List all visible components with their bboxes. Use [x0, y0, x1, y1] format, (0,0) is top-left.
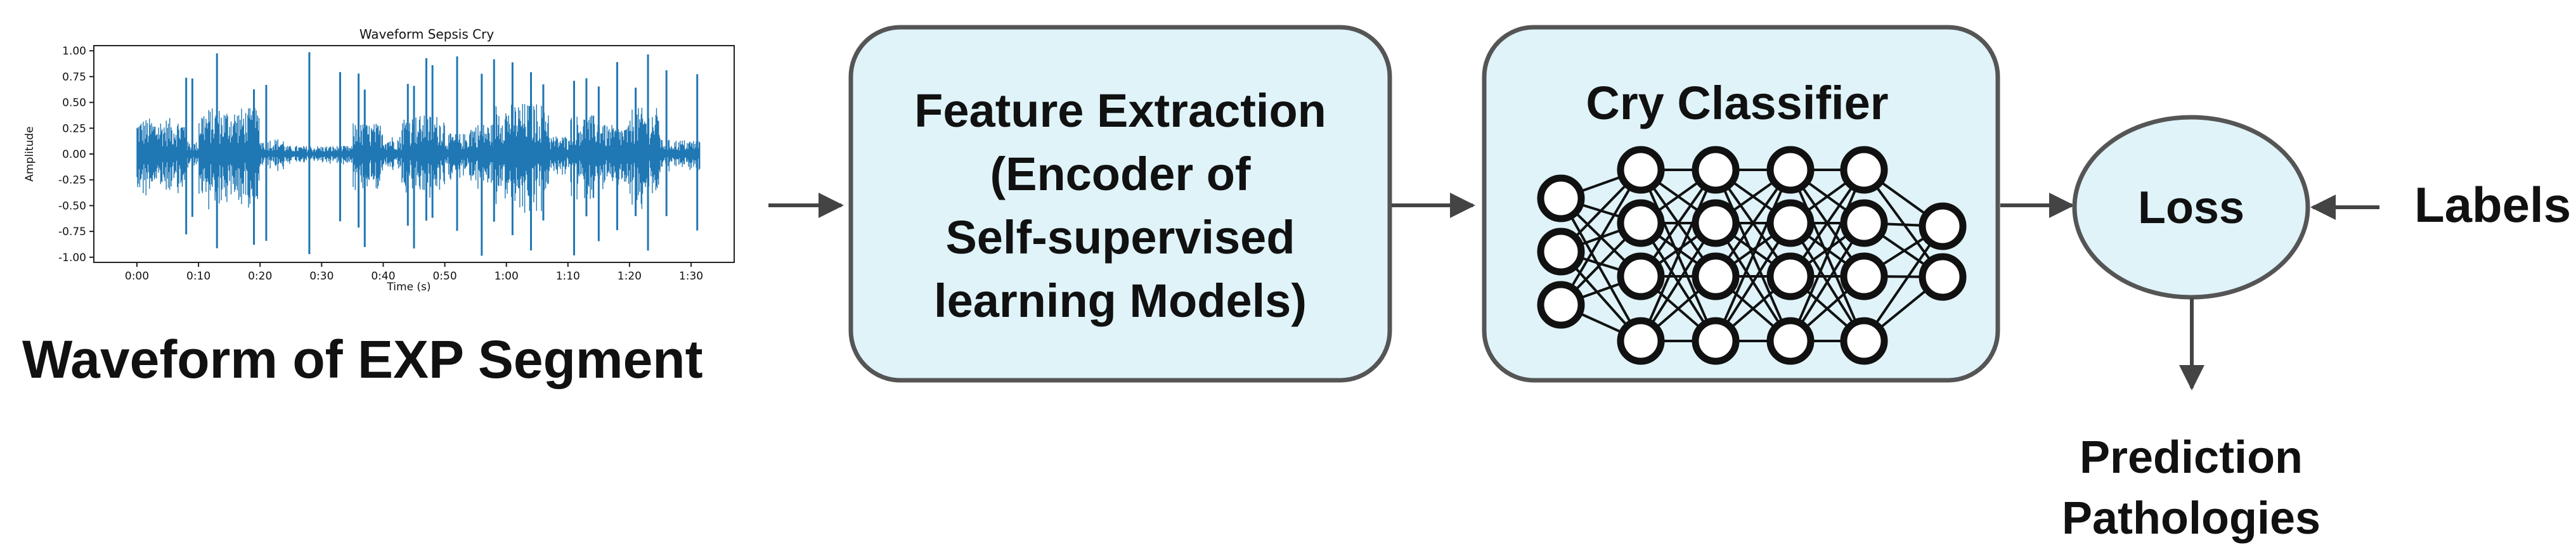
nn-neuron: [1766, 252, 1815, 300]
x-tick-label: 0:30: [309, 270, 333, 283]
nn-neuron: [1766, 317, 1815, 365]
y-tick-label: 0.25: [62, 122, 86, 135]
nn-neuron: [1617, 146, 1665, 194]
nn-edge: [1714, 169, 1792, 342]
nn-edge: [1560, 198, 1642, 342]
nn-neuron: [1766, 199, 1815, 247]
y-tick-label: 0.50: [62, 97, 86, 110]
feature-extraction-line-1: Feature Extraction: [914, 84, 1326, 137]
nn-neuron: [1537, 228, 1585, 276]
waveform-x-axis-label: Time (s): [386, 281, 430, 293]
x-tick-label: 1:20: [618, 270, 642, 283]
prediction-line-1: Prediction: [2080, 432, 2303, 483]
waveform-caption: Waveform of EXP Segment: [22, 330, 703, 389]
x-tick-label: 0:00: [125, 270, 149, 283]
x-tick-label: 1:10: [556, 270, 580, 283]
nn-neuron: [1692, 252, 1740, 300]
y-tick-label: -0.75: [58, 226, 86, 238]
nn-neuron: [1617, 317, 1665, 365]
nn-neuron: [1766, 146, 1815, 194]
labels-text: Labels: [2414, 177, 2571, 233]
cry-classifier-box: Cry Classifier: [1482, 25, 2000, 383]
nn-edge: [1560, 169, 1642, 306]
nn-neuron: [1692, 317, 1740, 365]
x-tick-label: 0:20: [248, 270, 272, 283]
nn-edge: [1640, 169, 1717, 342]
neural-network-icon: [1537, 146, 1967, 365]
nn-neuron: [1840, 199, 1888, 247]
waveform-plot: Waveform Sepsis Cry 1.00 0.75 0.50 0.25 0.00…: [23, 27, 735, 293]
feature-extraction-line-3: Self-supervised: [945, 211, 1295, 264]
nn-neuron: [1692, 146, 1740, 194]
y-tick-label: -0.50: [58, 200, 86, 212]
waveform-x-axis-ticks: 0:00 0:10 0:20 0:30 0:40 0:50 1:00 1:10 1:20 1:30: [125, 262, 703, 283]
nn-neuron: [1840, 252, 1888, 300]
nn-neuron: [1617, 252, 1665, 300]
nn-neuron: [1840, 146, 1888, 194]
waveform-y-axis-label: Amplitude: [23, 126, 36, 181]
nn-neuron: [1537, 281, 1585, 329]
waveform-title: Waveform Sepsis Cry: [359, 27, 495, 42]
nn-neuron: [1537, 174, 1585, 222]
y-tick-label: 0.75: [62, 71, 86, 84]
nn-neuron: [1919, 253, 1967, 301]
y-tick-label: 1.00: [62, 45, 86, 58]
prediction-line-2: Pathologies: [2062, 493, 2320, 544]
feature-extraction-line-4: learning Models): [934, 274, 1307, 327]
x-tick-label: 0:40: [371, 270, 395, 283]
nn-neuron: [1919, 202, 1967, 250]
y-tick-label: -0.25: [58, 174, 86, 187]
x-tick-label: 1:00: [495, 270, 519, 283]
feature-extraction-box: Feature Extraction (Encoder of Self-supe…: [848, 25, 1392, 383]
x-tick-label: 0:50: [432, 270, 456, 283]
feature-extraction-line-2: (Encoder of: [990, 148, 1250, 200]
loss-label: Loss: [2138, 183, 2244, 233]
nn-edge: [1789, 169, 1865, 342]
nn-neuron: [1617, 199, 1665, 247]
nn-neuron: [1692, 199, 1740, 247]
nn-neuron: [1840, 317, 1888, 365]
x-tick-label: 1:30: [679, 270, 703, 283]
waveform-y-axis-ticks: 1.00 0.75 0.50 0.25 0.00 -0.25 -0.50 -0.75 -1.00: [58, 45, 94, 264]
cry-classifier-title: Cry Classifier: [1586, 77, 1888, 129]
x-tick-label: 0:10: [186, 270, 210, 283]
y-tick-label: -1.00: [58, 252, 86, 264]
waveform-signal: [136, 52, 701, 256]
y-tick-label: 0.00: [62, 148, 86, 161]
loss-node: Loss: [2072, 115, 2310, 300]
